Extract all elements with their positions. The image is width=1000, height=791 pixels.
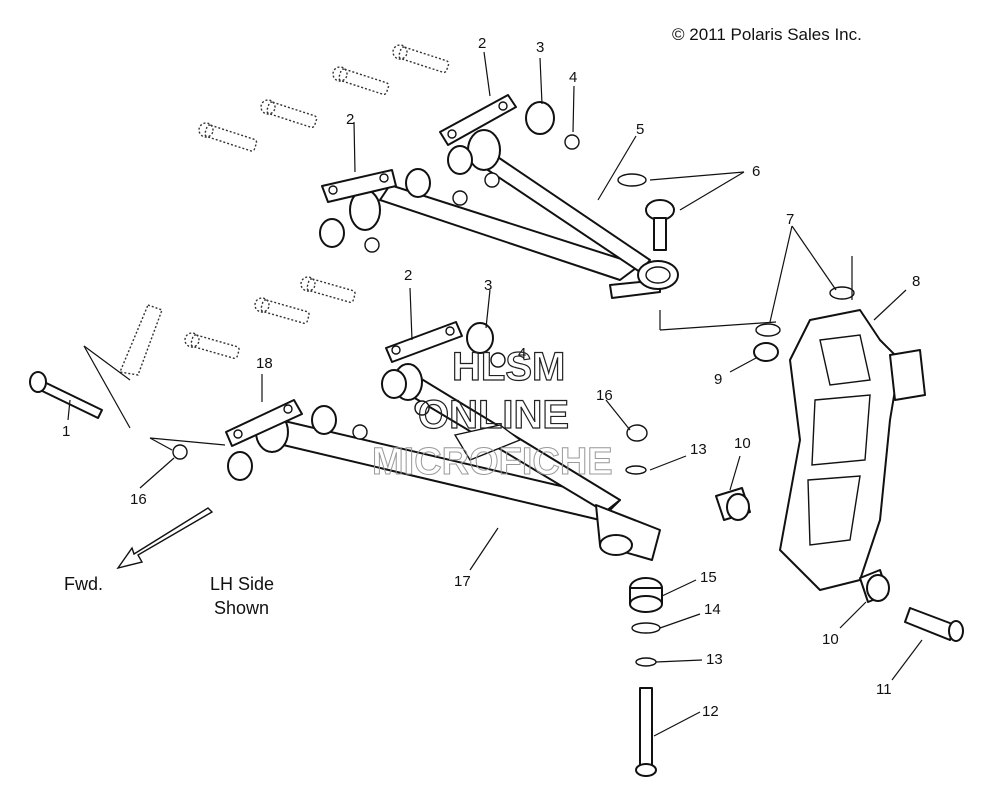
upper-arm-bolts bbox=[198, 44, 450, 152]
callout-label: 8 bbox=[912, 273, 920, 290]
copyright-text: © 2011 Polaris Sales Inc. bbox=[672, 25, 862, 44]
bolt-dotted bbox=[254, 297, 310, 324]
callout-label: 11 bbox=[876, 681, 892, 698]
lower-arm-bolts bbox=[119, 276, 356, 376]
upper-strap-plates bbox=[321, 94, 517, 203]
callout-label: 9 bbox=[714, 371, 722, 388]
callout-label: 17 bbox=[454, 573, 471, 590]
bolt-dotted bbox=[332, 66, 390, 96]
callout-labels: 2 3 4 2 5 6 7 8 9 2 3 4 18 16 1 16 13 10… bbox=[62, 35, 920, 720]
callout-label: 5 bbox=[636, 121, 644, 138]
leader-lines bbox=[67, 51, 923, 737]
side-label-line2: Shown bbox=[214, 598, 269, 618]
callout-label: 2 bbox=[404, 267, 412, 284]
bolt-dotted bbox=[260, 99, 318, 129]
callout-label: 7 bbox=[786, 211, 794, 228]
long-bolt bbox=[29, 371, 103, 419]
callout-label: 4 bbox=[518, 345, 526, 362]
upper-a-arm bbox=[349, 129, 679, 299]
callout-label: 10 bbox=[734, 435, 751, 452]
spindle bbox=[779, 309, 926, 591]
forward-label: Fwd. bbox=[64, 574, 103, 594]
spindle-bushings bbox=[715, 487, 890, 603]
callout-label: 6 bbox=[752, 163, 760, 180]
spindle-hardware bbox=[753, 286, 855, 362]
callout-label: 16 bbox=[130, 491, 147, 508]
callout-label: 2 bbox=[346, 111, 354, 128]
callout-label: 12 bbox=[702, 703, 719, 720]
callout-label: 10 bbox=[822, 631, 839, 648]
retaining-ring bbox=[617, 173, 647, 187]
bolt-dotted bbox=[198, 122, 258, 152]
callout-label: 16 bbox=[596, 387, 613, 404]
bolt-dotted bbox=[392, 44, 450, 74]
side-label-line1: LH Side bbox=[210, 574, 274, 594]
callout-label: 13 bbox=[690, 441, 707, 458]
callout-label: 18 bbox=[256, 355, 273, 372]
upper-bushings bbox=[319, 101, 555, 248]
watermark-line1: HLSM bbox=[452, 345, 565, 389]
plate-dotted bbox=[119, 304, 163, 376]
callout-label: 3 bbox=[536, 39, 544, 56]
bolt-dotted bbox=[184, 332, 240, 359]
bolt-dotted bbox=[300, 276, 356, 303]
spacer-tube bbox=[904, 607, 964, 642]
lower-nuts bbox=[172, 352, 506, 460]
watermark-line3: MICROFICHE bbox=[372, 441, 613, 483]
watermark-line2: ONLINE bbox=[418, 393, 569, 437]
upper-nuts bbox=[364, 134, 580, 253]
callout-label: 3 bbox=[484, 277, 492, 294]
lower-a-arm bbox=[255, 363, 661, 561]
shock-mount-stack bbox=[625, 424, 663, 777]
lower-bushings bbox=[227, 322, 494, 481]
callout-label: 14 bbox=[704, 601, 721, 618]
callout-label: 1 bbox=[62, 423, 70, 440]
callout-label: 15 bbox=[700, 569, 717, 586]
callout-label: 4 bbox=[569, 69, 577, 86]
callout-label: 13 bbox=[706, 651, 723, 668]
forward-arrow-icon bbox=[116, 507, 214, 570]
ball-joint bbox=[645, 199, 675, 251]
lower-strap-plates bbox=[225, 321, 463, 447]
callout-label: 2 bbox=[478, 35, 486, 52]
